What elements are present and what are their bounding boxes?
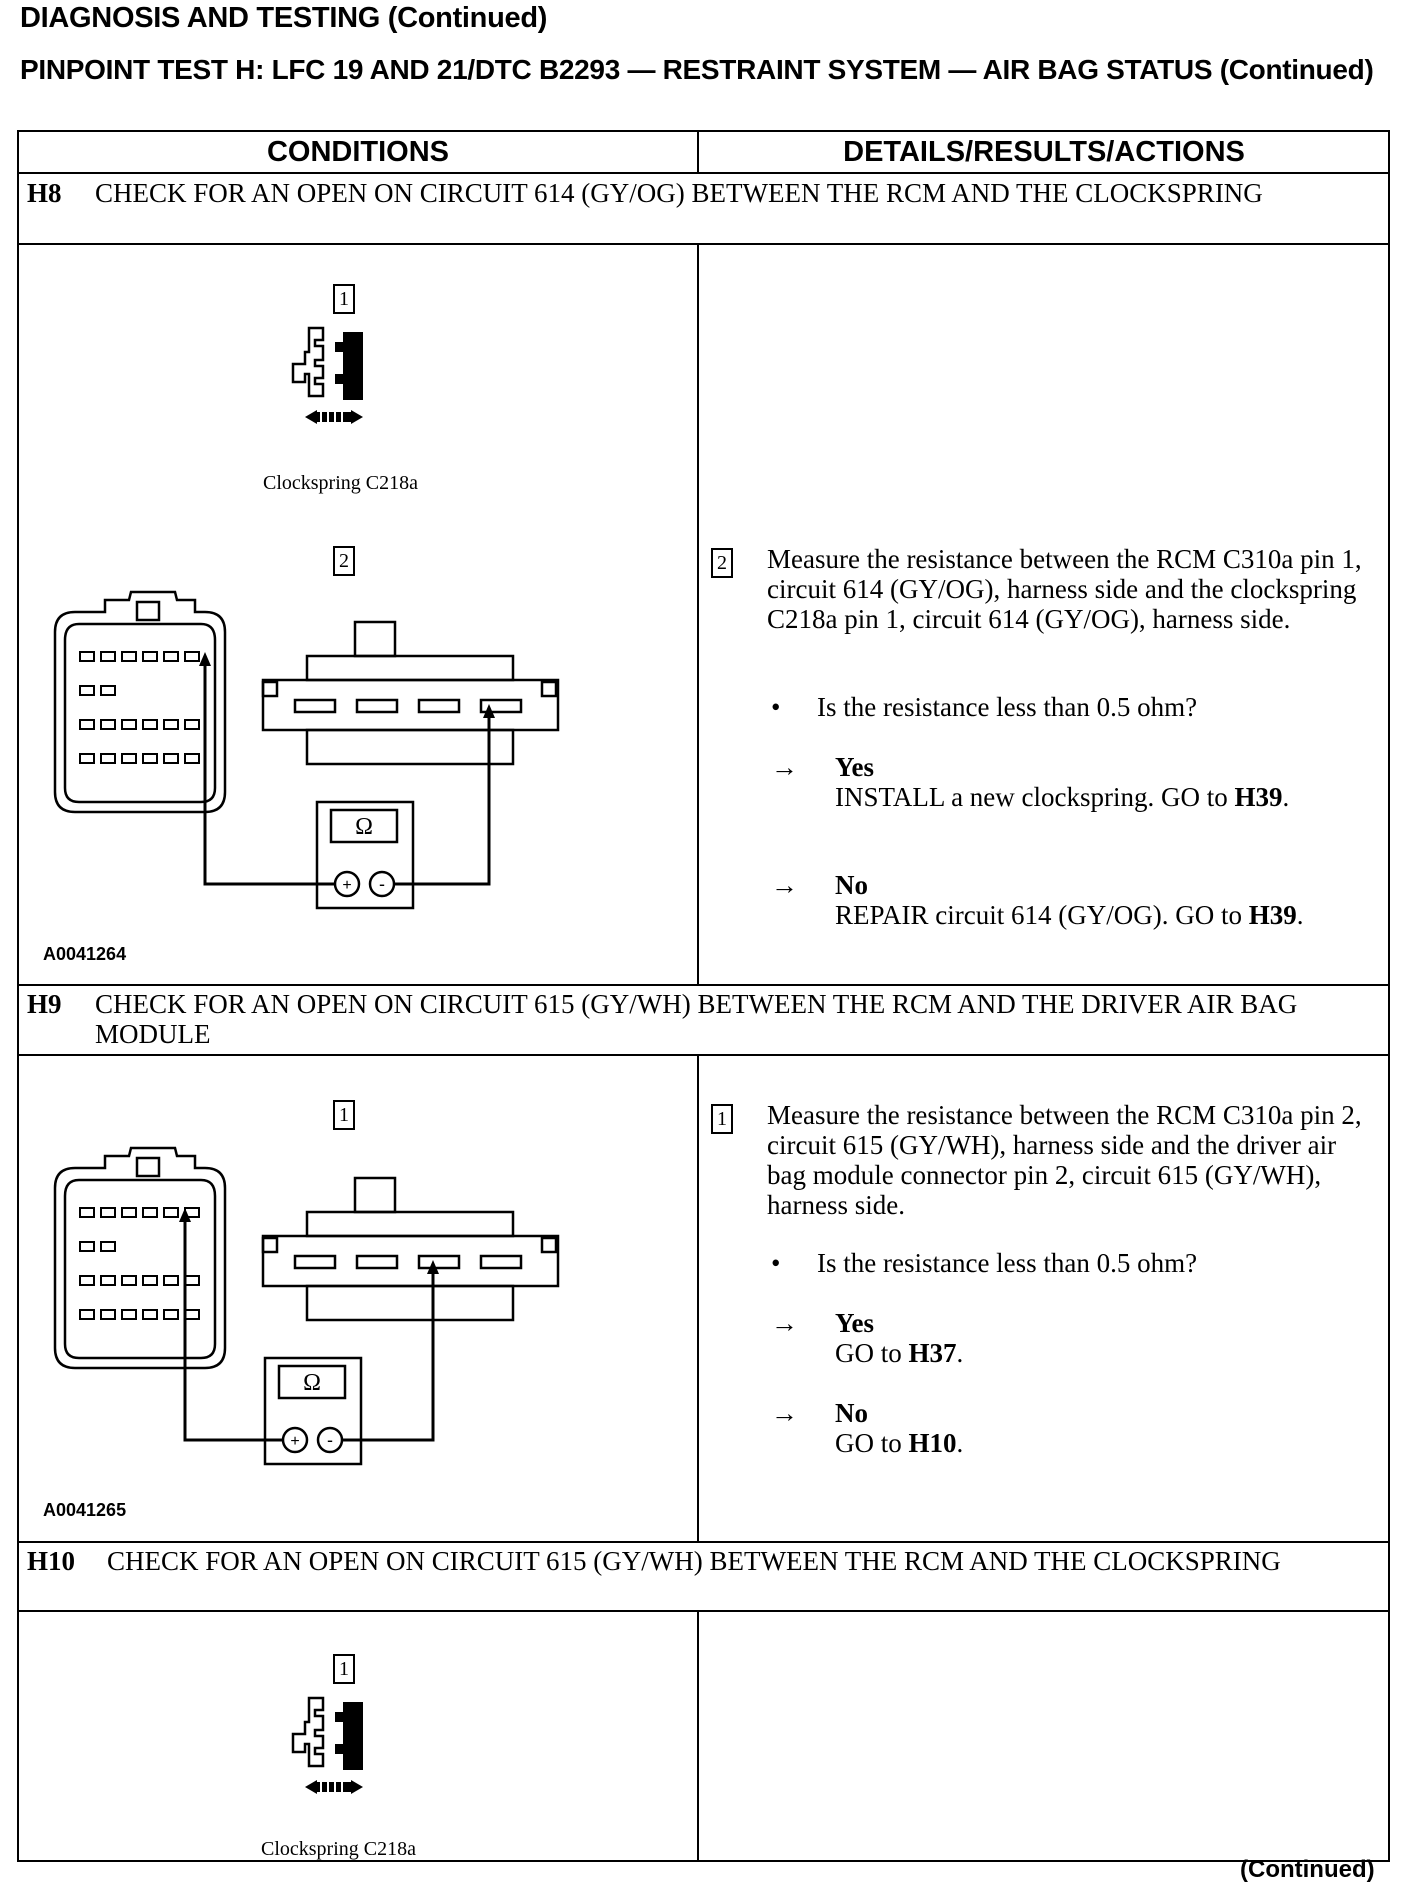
- arrow-icon: →: [771, 870, 798, 900]
- divider: [19, 984, 1388, 986]
- arrow-icon: →: [771, 1398, 798, 1428]
- connector-caption: Clockspring C218a: [263, 472, 418, 494]
- step-id: H9: [27, 989, 62, 1019]
- svg-text:+: +: [342, 877, 351, 894]
- step-marker-box: 1: [711, 1104, 733, 1134]
- step-id: H10: [27, 1546, 76, 1576]
- continued-note: (Continued): [1240, 1856, 1375, 1883]
- step-marker-box: 2: [333, 546, 355, 576]
- air-bag-module-connector: [261, 1176, 560, 1322]
- svg-text:-: -: [379, 874, 385, 894]
- step-marker-box: 2: [711, 548, 733, 578]
- bullet: •: [771, 692, 781, 722]
- column-divider: [697, 243, 699, 984]
- ohmmeter: [315, 800, 415, 910]
- step-title: CHECK FOR AN OPEN ON CIRCUIT 615 (GY/WH)…: [107, 1546, 1281, 1576]
- connector-caption: Clockspring C218a: [261, 1838, 416, 1860]
- yes-action: GO to H37.: [835, 1338, 964, 1368]
- clockspring-connector: [261, 620, 560, 766]
- resistance-measurement-diagram: Ω + -: [53, 1146, 560, 1466]
- pinpoint-test-table: CONDITIONS DETAILS/RESULTS/ACTIONS H8 CH…: [17, 130, 1390, 1862]
- column-header-details: DETAILS/RESULTS/ACTIONS: [843, 136, 1245, 168]
- svg-text:+: +: [290, 1433, 299, 1450]
- no-label: No: [835, 1398, 868, 1428]
- arrow-icon: →: [771, 752, 798, 782]
- yes-action: INSTALL a new clockspring. GO to H39.: [835, 782, 1290, 812]
- column-divider: [697, 1610, 699, 1862]
- step-title: CHECK FOR AN OPEN ON CIRCUIT 615 (GY/WH)…: [95, 989, 1298, 1049]
- no-label: No: [835, 870, 868, 900]
- step-id: H8: [27, 178, 62, 208]
- bullet: •: [771, 1248, 781, 1278]
- column-divider: [697, 132, 699, 172]
- ohm-symbol: Ω: [303, 1370, 321, 1396]
- pinpoint-test-title: PINPOINT TEST H: LFC 19 AND 21/DTC B2293…: [20, 54, 1374, 85]
- step-marker-box: 1: [333, 1100, 355, 1130]
- yes-label: Yes: [835, 1308, 874, 1338]
- divider: [19, 172, 1388, 174]
- test-lead: [183, 1216, 435, 1442]
- rcm-pins: [79, 1207, 200, 1320]
- step-marker-box: 1: [333, 1654, 355, 1684]
- rcm-pins: [79, 651, 200, 764]
- question-text: Is the resistance less than 0.5 ohm?: [817, 1248, 1198, 1278]
- figure-id: A0041265: [43, 1500, 127, 1520]
- no-action: REPAIR circuit 614 (GY/OG). GO to H39.: [835, 900, 1304, 930]
- step-marker-box: 1: [333, 284, 355, 314]
- ohmmeter: [263, 1356, 363, 1466]
- connector-disconnect-icon: [291, 1696, 363, 1794]
- svg-text:-: -: [327, 1430, 333, 1450]
- instruction-text: Measure the resistance between the RCM C…: [767, 544, 1362, 634]
- step-reference: H10: [908, 1428, 957, 1458]
- test-lead: [203, 660, 491, 886]
- figure-id: A0041264: [43, 944, 127, 964]
- step-reference: H39: [1248, 900, 1297, 930]
- divider: [19, 1610, 1388, 1612]
- divider: [19, 243, 1388, 245]
- arrow-icon: →: [771, 1308, 798, 1338]
- instruction-text: Measure the resistance between the RCM C…: [767, 1100, 1362, 1220]
- step-reference: H39: [1234, 782, 1283, 812]
- question-text: Is the resistance less than 0.5 ohm?: [817, 692, 1198, 722]
- column-header-conditions: CONDITIONS: [266, 136, 450, 168]
- connector-disconnect-icon: [291, 326, 363, 424]
- no-action: GO to H10.: [835, 1428, 964, 1458]
- yes-label: Yes: [835, 752, 874, 782]
- rcm-connector: [53, 1146, 227, 1370]
- step-reference: H37: [908, 1338, 957, 1368]
- ohm-symbol: Ω: [355, 814, 373, 840]
- page-title: DIAGNOSIS AND TESTING (Continued): [20, 2, 548, 34]
- column-divider: [697, 1054, 699, 1541]
- rcm-connector: [53, 590, 227, 814]
- step-title: CHECK FOR AN OPEN ON CIRCUIT 614 (GY/OG)…: [95, 178, 1263, 208]
- divider: [19, 1054, 1388, 1056]
- resistance-measurement-diagram: Ω + -: [53, 590, 560, 910]
- divider: [19, 1541, 1388, 1543]
